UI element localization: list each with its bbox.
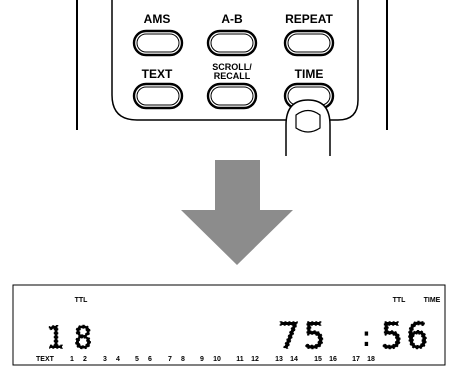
ams-button[interactable] [132,29,184,57]
down-arrow-icon [181,160,293,265]
track-number-3: 3 [103,356,107,363]
ams-label: AMS [144,12,171,26]
ab-label: A-B [221,12,243,26]
track-number-5: 5 [135,356,139,363]
track-number-2: 2 [83,356,87,363]
track-number-digits: 18 [46,321,102,356]
track-number-9: 9 [200,356,204,363]
text-indicator: TEXT [36,356,55,363]
repeat-button[interactable] [283,29,335,57]
text-button[interactable] [132,82,184,110]
scroll-recall-button[interactable] [206,82,258,110]
track-number-7: 7 [168,356,172,363]
repeat-label: REPEAT [285,12,333,26]
ab-button[interactable] [206,29,258,57]
track-number-6: 6 [148,356,152,363]
track-number-16: 16 [329,356,337,363]
track-number-15: 15 [314,356,322,363]
track-number-12: 12 [251,356,259,363]
track-number-4: 4 [116,356,120,363]
track-number-11: 11 [236,356,244,363]
track-number-14: 14 [290,356,298,363]
track-number-18: 18 [367,356,375,363]
time-minutes-digits: 75 [278,316,329,357]
time-seconds-digits: 56 [381,316,432,357]
time-label: TIME [295,67,324,81]
display-panel [12,284,446,366]
track-number-13: 13 [275,356,283,363]
track-number-10: 10 [213,356,221,363]
recall-label: RECALL [214,71,251,81]
scroll-label: SCROLL/ [212,62,252,72]
track-number-8: 8 [181,356,185,363]
time-indicator: TIME [424,297,441,304]
fingernail-icon [295,109,321,133]
text-label: TEXT [142,67,173,81]
ttl-left-indicator: TTL [75,297,89,304]
ttl-right-indicator: TTL [393,297,407,304]
track-number-17: 17 [352,356,360,363]
time-colon: : [358,320,375,353]
track-number-1: 1 [70,356,74,363]
